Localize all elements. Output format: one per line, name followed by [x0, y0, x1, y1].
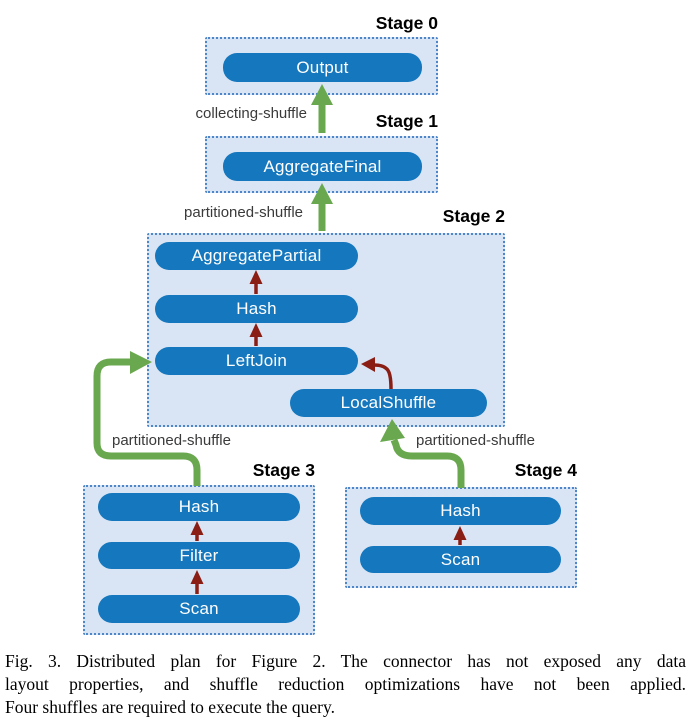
node-scan-stage4: Scan	[360, 546, 561, 573]
node-localshuffle: LocalShuffle	[290, 389, 487, 417]
node-leftjoin: LeftJoin	[155, 347, 358, 375]
caption-line-3: Four shuffles are required to execute th…	[5, 697, 335, 717]
edge-label-partitioned-shuffle-2: partitioned-shuffle	[112, 432, 231, 449]
node-scan-stage3: Scan	[98, 595, 300, 623]
shuffle-arrow-stage4-to-localshuffle	[380, 419, 465, 488]
edge-label-partitioned-shuffle-1: partitioned-shuffle	[184, 204, 303, 221]
node-filter: Filter	[98, 542, 300, 569]
node-hash-stage3: Hash	[98, 493, 300, 521]
edge-label-collecting-shuffle: collecting-shuffle	[195, 105, 307, 122]
node-aggregatefinal: AggregateFinal	[223, 152, 422, 181]
node-hash-stage4: Hash	[360, 497, 561, 525]
node-aggregatepartial: AggregatePartial	[155, 242, 358, 270]
stage-1-label: Stage 1	[375, 111, 438, 131]
figure-caption: Fig. 3. Distributed plan for Figure 2. T…	[5, 650, 686, 719]
edge-label-partitioned-shuffle-3: partitioned-shuffle	[416, 432, 535, 449]
caption-line-2: layout properties, and shuffle reduction…	[5, 674, 686, 694]
node-output: Output	[223, 53, 422, 82]
stage-3-label: Stage 3	[252, 460, 315, 480]
node-hash-stage2: Hash	[155, 295, 358, 323]
stage-4-label: Stage 4	[514, 460, 577, 480]
caption-line-1: Fig. 3. Distributed plan for Figure 2. T…	[5, 651, 686, 671]
stage-2-label: Stage 2	[442, 206, 505, 226]
stage-0-label: Stage 0	[375, 13, 438, 33]
